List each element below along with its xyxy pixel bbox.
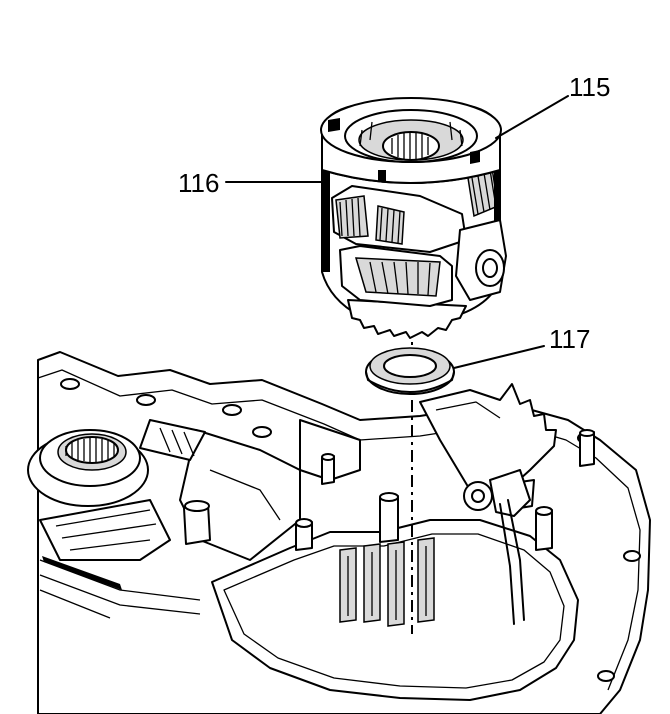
detent-lever	[419, 383, 557, 625]
part-115-ring	[320, 97, 502, 184]
part-117-washer	[365, 347, 455, 395]
leader-115	[495, 95, 569, 139]
cavity-vanes	[339, 537, 435, 627]
case-pins	[183, 429, 595, 551]
callout-116: 116	[178, 168, 220, 198]
callout-117: 117	[549, 324, 591, 354]
part-116-carrier	[321, 148, 507, 339]
leader-117	[453, 345, 545, 369]
leader-lines	[225, 95, 569, 369]
callout-115: 115	[569, 72, 611, 102]
transmission-case	[27, 351, 651, 714]
case-bore-left	[27, 429, 171, 561]
